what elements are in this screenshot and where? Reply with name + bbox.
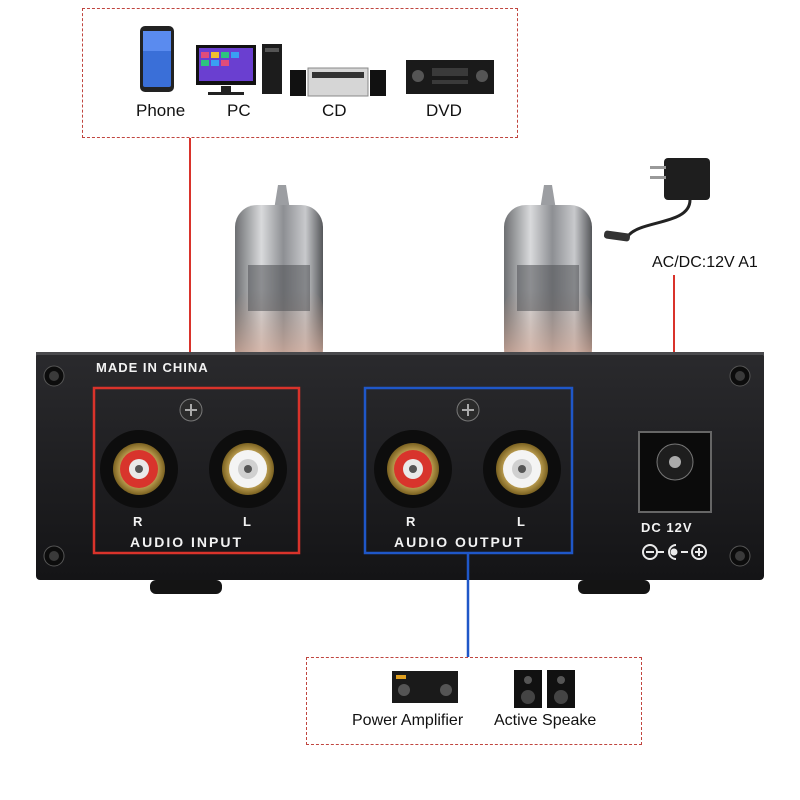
active-speaker-label: Active Speake bbox=[494, 712, 597, 729]
sources-box bbox=[82, 8, 518, 138]
output-left-label: L bbox=[517, 514, 526, 529]
rca-jack-input-right[interactable] bbox=[100, 430, 178, 508]
power-adapter-icon bbox=[603, 158, 710, 242]
phone-label: Phone bbox=[136, 101, 186, 120]
phone-icon bbox=[140, 26, 174, 92]
dc-power-jack[interactable] bbox=[638, 431, 712, 513]
rca-jack-output-right[interactable] bbox=[374, 430, 452, 508]
vacuum-tube-icon bbox=[235, 185, 323, 370]
power-amplifier-label: Power Amplifier bbox=[352, 712, 464, 729]
audio-input-title: AUDIO INPUT bbox=[130, 534, 243, 550]
dc-label: DC 12V bbox=[641, 520, 693, 535]
input-left-label: L bbox=[243, 514, 252, 529]
panel-screw bbox=[179, 398, 203, 422]
dvd-player-icon bbox=[406, 60, 494, 94]
power-amplifier-icon bbox=[392, 671, 458, 703]
dvd-label: DVD bbox=[426, 101, 462, 120]
cd-label: CD bbox=[322, 101, 347, 120]
panel-screw bbox=[456, 398, 480, 422]
rca-jack-input-left[interactable] bbox=[209, 430, 287, 508]
corner-screw bbox=[43, 545, 65, 567]
output-right-label: R bbox=[406, 514, 417, 529]
audio-output-title: AUDIO OUTPUT bbox=[394, 534, 525, 550]
outputs-box bbox=[306, 657, 642, 745]
rca-jack-output-left[interactable] bbox=[483, 430, 561, 508]
speaker-icon bbox=[514, 670, 575, 708]
power-adapter-label: AC/DC:12V A1 bbox=[652, 254, 758, 271]
corner-screw bbox=[729, 545, 751, 567]
pc-icon bbox=[196, 44, 282, 95]
input-right-label: R bbox=[133, 514, 144, 529]
cd-player-icon bbox=[290, 67, 386, 97]
polarity-symbol-icon bbox=[642, 544, 707, 560]
vacuum-tube-icon bbox=[504, 185, 592, 370]
corner-screw bbox=[729, 365, 751, 387]
corner-screw bbox=[43, 365, 65, 387]
pc-label: PC bbox=[227, 101, 251, 120]
audio-input-highlight bbox=[92, 386, 301, 555]
made-in-label: MADE IN CHINA bbox=[96, 360, 209, 375]
